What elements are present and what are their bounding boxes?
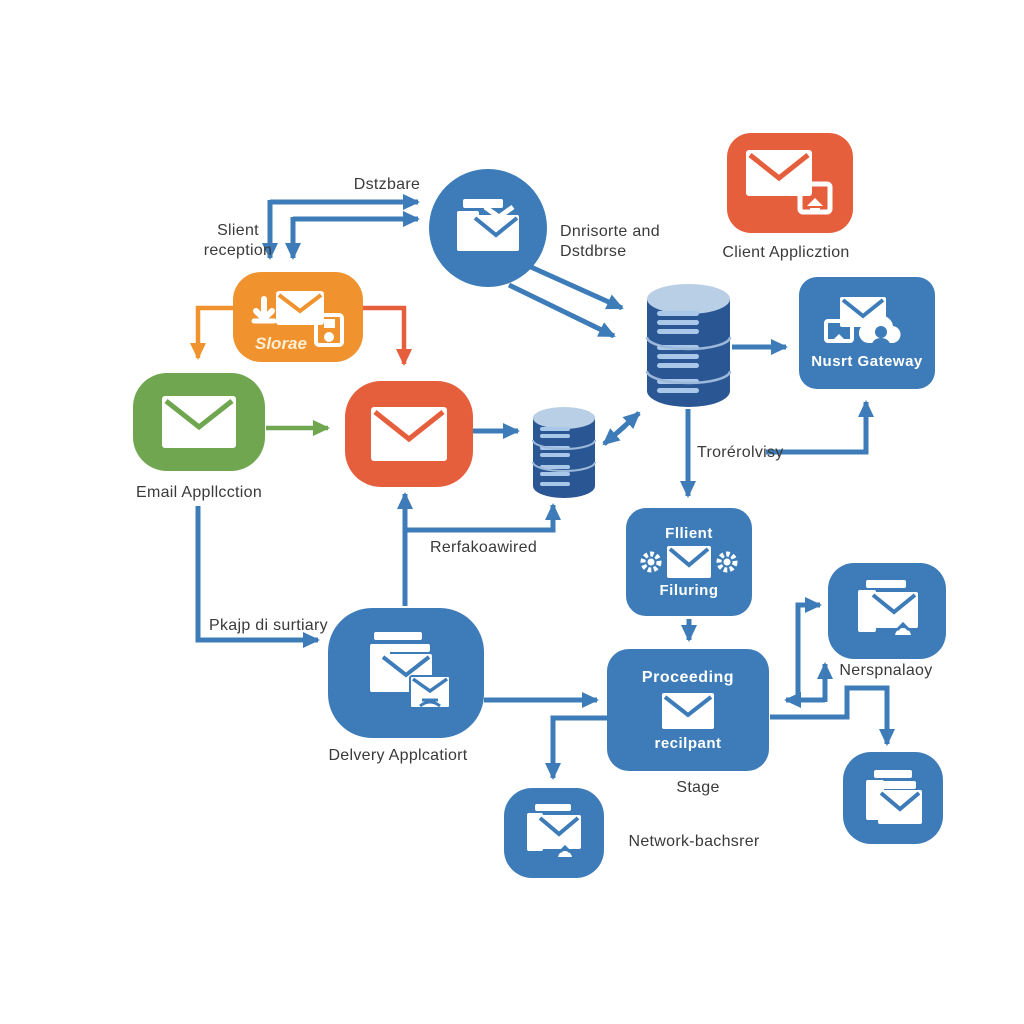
outgoing-envelopes-icon <box>858 580 918 637</box>
processing-title-bottom: recilpant <box>654 734 722 752</box>
big-database-icon <box>645 283 732 409</box>
small-database-icon <box>531 406 597 500</box>
storage-node: Slorae <box>233 272 363 362</box>
stacked-envelopes-icon <box>866 770 922 824</box>
relay-caption: Nerspnalaoy <box>839 662 933 679</box>
client-app-caption: Client Applicztion <box>722 244 850 261</box>
storage-title: Slorae <box>255 334 307 353</box>
envelope-icon <box>662 692 714 729</box>
processing-node: Proceeding recilpant <box>607 649 769 771</box>
delivery-caption: Delvery Applcatiort <box>328 747 468 764</box>
archive-caption: Dnrisorte and Dstdbrse <box>560 223 660 260</box>
retrieved-label: Rerfakoawired <box>430 539 538 556</box>
delivery-node <box>328 608 484 738</box>
gateway-node: Nusrt Gateway <box>799 277 935 389</box>
envelope-icon <box>371 407 447 461</box>
inbox-envelopes-icon <box>527 804 581 859</box>
delivery-path-label: Pkajp di surtiary <box>209 617 328 634</box>
filtering-node: Fllient Filuring <box>626 508 752 616</box>
transfer-delivery-label: Trorérolvisy <box>697 444 784 461</box>
processing-caption: Stage <box>676 779 720 796</box>
processing-title-top: Proceeding <box>641 668 735 686</box>
database-edge-label: Dstzbare <box>353 176 421 193</box>
gateway-icon <box>824 296 901 345</box>
gateway-title: Nusrt Gateway <box>811 352 923 370</box>
envelope-monitor-icon <box>746 150 833 215</box>
client-app-node <box>727 133 853 233</box>
relay-node <box>828 563 946 659</box>
filtering-title-bottom: Filuring <box>659 582 719 599</box>
email-app-caption: Email Appllcction <box>135 484 263 501</box>
filtering-title-top: Fllient <box>665 525 713 542</box>
delivery-envelopes-icon <box>370 632 451 709</box>
network-server-node <box>504 788 604 878</box>
stacked-envelopes-icon <box>457 199 519 251</box>
archive-copy-node <box>843 752 943 844</box>
envelope-icon <box>162 396 236 448</box>
archive-circle-node <box>429 169 547 287</box>
client-reception-label: Slient reception <box>203 222 273 259</box>
storage-envelope-icon <box>251 291 344 347</box>
mailbox-node <box>345 381 473 487</box>
filter-gears-envelope-icon <box>640 546 738 578</box>
network-server-caption: Network-bachsrer <box>628 833 760 850</box>
email-app-node <box>133 373 265 471</box>
